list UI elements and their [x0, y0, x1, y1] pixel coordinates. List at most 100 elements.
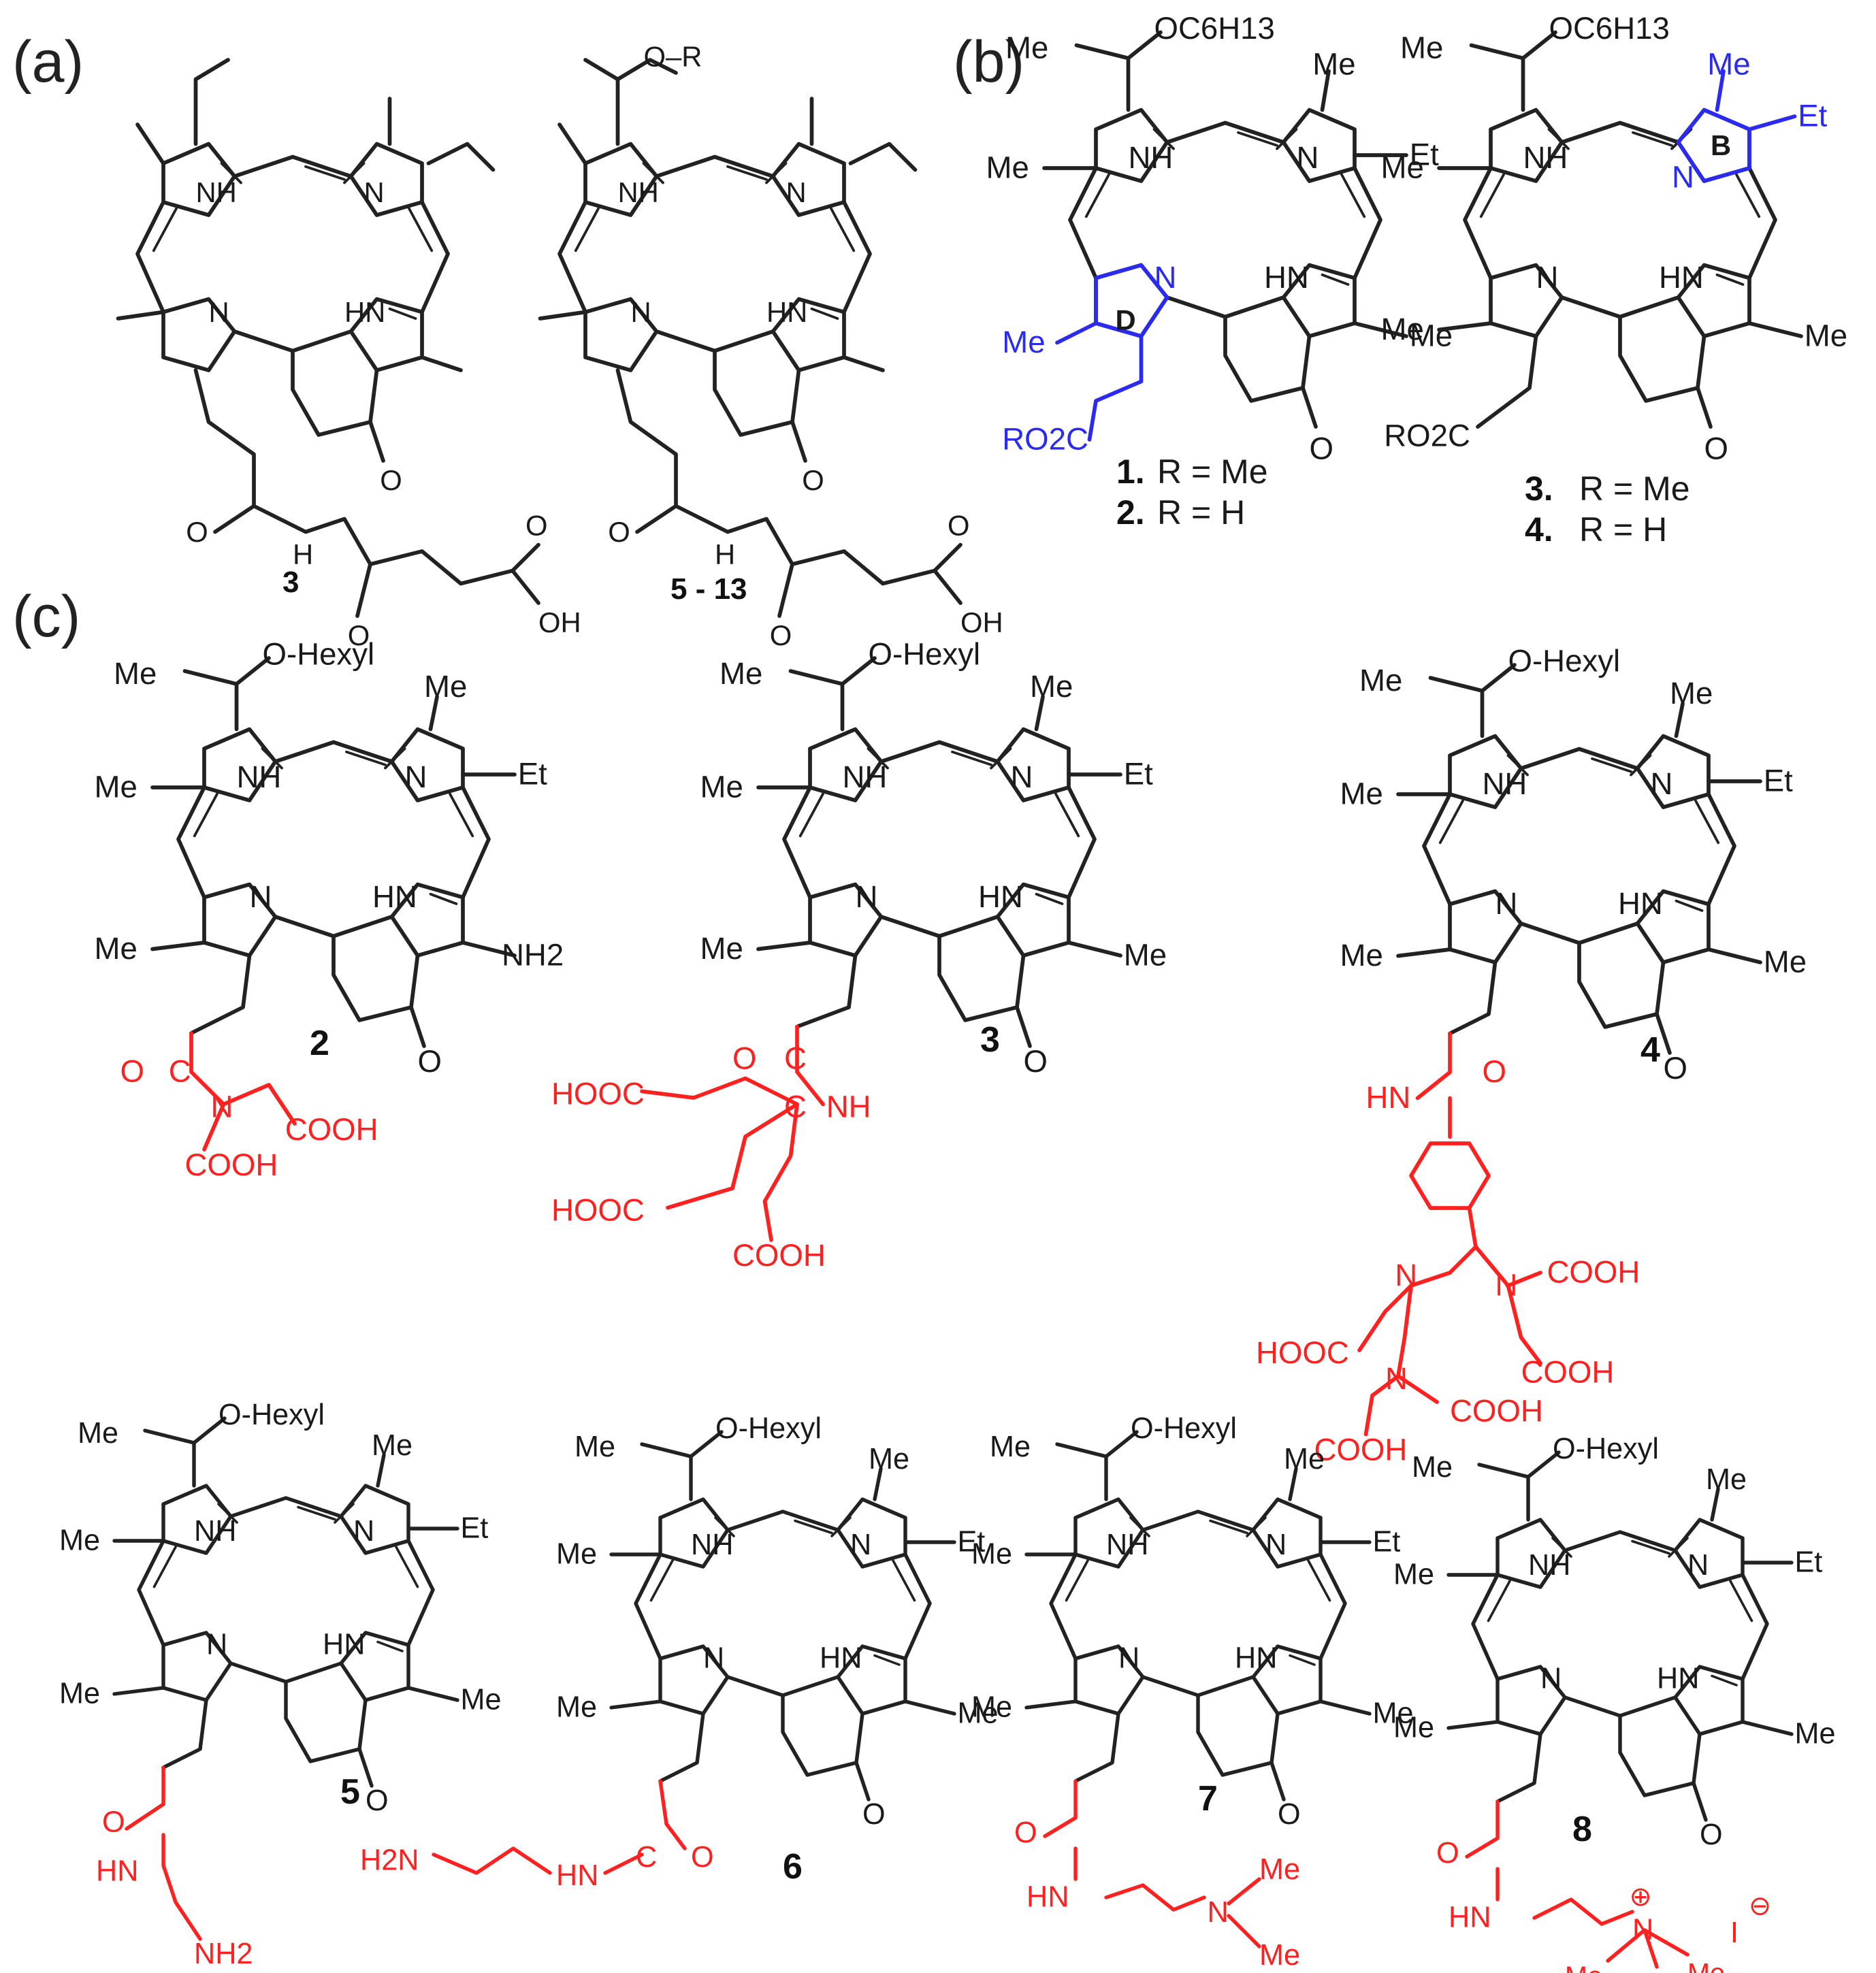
- compound-num-b2: 2.: [1116, 493, 1145, 532]
- atom-o-c5: O: [366, 1784, 389, 1817]
- atom-n-a1: N: [364, 176, 385, 208]
- atom-me-c2-1: Me: [114, 656, 157, 691]
- atom-hn-c3: HN: [978, 879, 1023, 914]
- atom-me-c8-red3: Me: [1687, 1959, 1725, 1973]
- atom-hooc-c4: HOOC: [1256, 1335, 1349, 1370]
- atom-h2n-c6: H2N: [360, 1844, 419, 1877]
- atom-n-c4-1: N: [1651, 766, 1673, 801]
- structure-c-5: Me O-Hexyl Me Me Et NH N N HN Me Me O O …: [59, 1399, 501, 1970]
- atom-n-c3-2: N: [856, 879, 878, 914]
- atom-oh-a1: OH: [538, 606, 581, 638]
- atom-me-c7-red2: Me: [1259, 1939, 1300, 1972]
- atom-et-c2: Et: [518, 756, 547, 791]
- atom-o-c8-red: O: [1436, 1837, 1459, 1870]
- atom-n-c2-red: N: [211, 1090, 233, 1124]
- atom-me-c3-5: Me: [1124, 937, 1167, 972]
- atom-nh-b1: NH: [1129, 140, 1174, 175]
- atom-hn-c4: HN: [1618, 886, 1663, 921]
- structure-a-left: NH N N HN O O O O OH H: [116, 58, 581, 651]
- atom-oc6h13-b1: OC6H13: [1154, 11, 1275, 46]
- atom-me-b9: Me: [1381, 312, 1424, 346]
- atom-n-c2-2: N: [250, 879, 272, 914]
- atom-nh-c8: NH: [1528, 1549, 1570, 1582]
- atom-hn-a1: HN: [344, 296, 385, 328]
- atom-me-c8-2: Me: [1393, 1559, 1434, 1591]
- atom-me-b1: Me: [1005, 31, 1048, 65]
- atom-n-c8-red: N: [1632, 1914, 1653, 1946]
- atom-me-c7-red1: Me: [1259, 1853, 1300, 1886]
- atom-c-c3-2: C: [784, 1090, 807, 1124]
- atom-n-c5-2: N: [206, 1629, 227, 1661]
- atom-hn-b2: HN: [1659, 260, 1704, 295]
- compound-label-c-8: 8: [1572, 1810, 1592, 1849]
- atom-me-b7: Me: [1381, 150, 1424, 184]
- structure-b-left: Me OC6H13 Me Me Et Me NH N N HN Me D RO2…: [986, 11, 1453, 466]
- structure-b-right: Me OC6H13 Me Me Et B NH N N HN Me Me RO2…: [1381, 11, 1848, 466]
- atom-cooh-c2-2: COOH: [185, 1147, 278, 1182]
- atom-me-c4-2: Me: [1340, 776, 1383, 811]
- atom-hn-c7-red: HN: [1026, 1881, 1069, 1914]
- compound-label-c-5: 5: [340, 1772, 360, 1812]
- atom-o-a2: O: [186, 516, 208, 548]
- atom-nh-c3: NH: [843, 760, 888, 794]
- panel-label-c: (c): [12, 584, 80, 649]
- atom-me-b5: Me: [1002, 325, 1045, 359]
- atom-me-c7-1: Me: [990, 1431, 1031, 1463]
- atom-o-a3: O: [348, 619, 370, 651]
- atom-me-c8-1: Me: [1412, 1451, 1453, 1484]
- atom-hooc-c3-1: HOOC: [551, 1077, 645, 1111]
- atom-hooc-c3-2: HOOC: [551, 1193, 645, 1228]
- atom-me-c3-4: Me: [700, 931, 743, 966]
- atom-n-c7-1: N: [1265, 1529, 1287, 1561]
- structure-c-2: Me O-Hexyl Me Me Et NH N N HN NH2 Me O O…: [94, 637, 564, 1183]
- atom-n-c7-red: N: [1208, 1896, 1229, 1929]
- atom-cooh-c2-1: COOH: [285, 1112, 378, 1147]
- atom-hn-c6-red: HN: [556, 1859, 598, 1892]
- atom-me-c3-2: Me: [700, 769, 743, 804]
- atom-et-c8: Et: [1795, 1546, 1823, 1579]
- atom-me-c6-3: Me: [869, 1443, 909, 1475]
- ring-label-d: D: [1116, 304, 1136, 336]
- compound-num-b3: 3.: [1525, 470, 1553, 508]
- atom-et-c5: Et: [461, 1512, 489, 1545]
- atom-ohexyl-c3: O-Hexyl: [869, 637, 981, 672]
- compound-label-a-3: 3: [282, 566, 299, 599]
- compound-r-b4: R = H: [1579, 510, 1667, 549]
- atom-hn-c5-red: HN: [96, 1855, 138, 1888]
- atom-n-c8-2: N: [1540, 1663, 1562, 1695]
- atom-nh-c2: NH: [237, 760, 282, 794]
- compound-label-c-7: 7: [1198, 1779, 1218, 1819]
- atom-o-c8: O: [1700, 1819, 1723, 1851]
- atom-cooh-c4-4: COOH: [1314, 1433, 1408, 1467]
- atom-o-a1: O: [380, 464, 402, 496]
- atom-oh-a2: OH: [960, 606, 1003, 638]
- structure-a-right: O–R NH N N HN O O O O OH H: [538, 40, 1003, 651]
- atom-me-c8-4: Me: [1393, 1712, 1434, 1744]
- atom-cooh-c4-3: COOH: [1450, 1394, 1543, 1429]
- atom-h-a1: H: [293, 538, 313, 570]
- charge-minus-c8: ⊖: [1749, 1891, 1771, 1921]
- atom-cooh-c4-1: COOH: [1547, 1254, 1640, 1289]
- structure-c-3: Me O-Hexyl Me Me Et NH N N HN Me Me O O …: [551, 637, 1167, 1273]
- compound-r-b1: R = Me: [1157, 453, 1268, 491]
- atom-nh-c4: NH: [1483, 766, 1527, 801]
- compound-label-c-4: 4: [1640, 1030, 1660, 1070]
- ring-label-b: B: [1711, 129, 1731, 161]
- atom-o-c2-red: O: [120, 1054, 144, 1088]
- structure-c-4: Me O-Hexyl Me Me Et NH N N HN Me Me O O …: [1256, 644, 1807, 1467]
- atom-h-a2: H: [715, 538, 735, 570]
- atom-me-c8-3: Me: [1706, 1463, 1747, 1496]
- atom-me-c6-2: Me: [556, 1538, 597, 1571]
- atom-o-c3: O: [1024, 1044, 1048, 1079]
- atom-nh-c6: NH: [691, 1529, 733, 1561]
- atom-me-c3-3: Me: [1030, 669, 1073, 704]
- atom-hn-c2: HN: [372, 879, 417, 914]
- atom-cooh-c3: COOH: [732, 1238, 826, 1273]
- atom-me-c8-5: Me: [1795, 1718, 1836, 1750]
- atom-o-c2: O: [418, 1044, 442, 1079]
- atom-o-a4: O: [525, 509, 548, 541]
- atom-me-c3-1: Me: [719, 656, 762, 691]
- atom-nh-b2: NH: [1523, 140, 1568, 175]
- atom-nh-a2: NH: [618, 176, 659, 208]
